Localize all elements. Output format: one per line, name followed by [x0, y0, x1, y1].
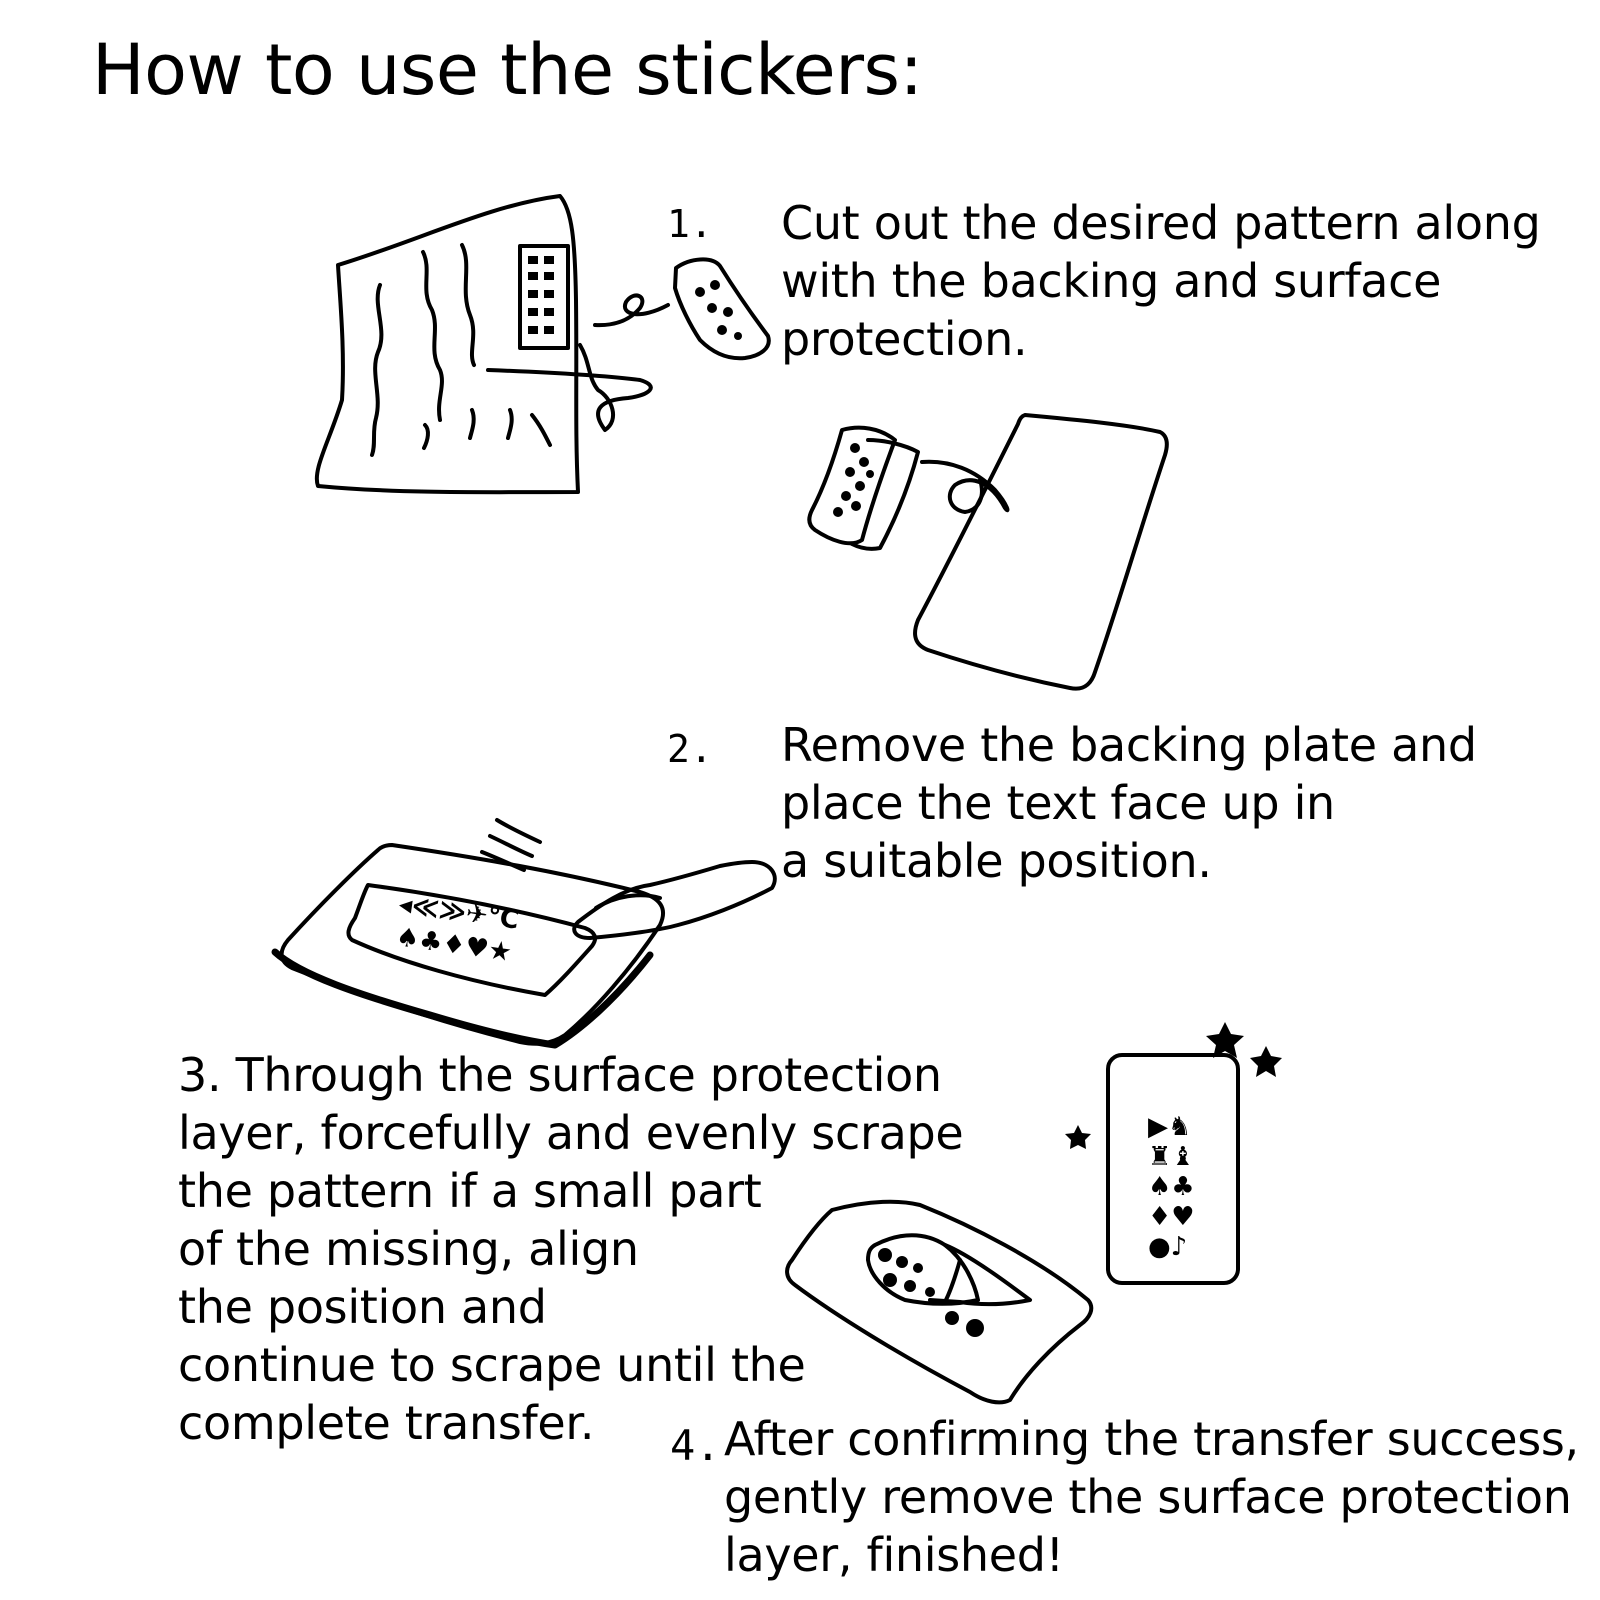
step-1-number: 1.	[667, 202, 713, 246]
step-3-number: 3.	[178, 1048, 222, 1102]
step-4-line-2: gently remove the surface protection	[724, 1470, 1572, 1524]
step-3-line-5: the position and	[178, 1280, 547, 1334]
scissors-cutting-sheet-illustration	[314, 194, 771, 495]
svg-text:▶♞: ▶♞	[1148, 1112, 1191, 1142]
step-2-line-3: a suitable position.	[781, 834, 1212, 888]
step-1-text: Cut out the desired pattern along with t…	[781, 194, 1541, 368]
step-1-line-2: with the backing and surface	[781, 254, 1442, 308]
step-1-line-3: protection.	[781, 312, 1028, 366]
step-2-text: Remove the backing plate and place the t…	[781, 716, 1477, 890]
svg-text:♦♥: ♦♥	[1148, 1202, 1195, 1232]
step-3-line-1-text: Through the surface protection	[235, 1048, 942, 1102]
placing-sticker-illustration: ◂≪≫✈℃ ♠♣♦♥★	[271, 818, 777, 1049]
finished-transfer-illustration: ▶♞ ♜♝ ♠♣ ♦♥ ●♪	[785, 1022, 1282, 1405]
svg-text:●♪: ●♪	[1148, 1232, 1187, 1262]
svg-text:♜♝: ♜♝	[1148, 1142, 1195, 1172]
step-3-line-4: of the missing, align	[178, 1222, 639, 1276]
step-4-text: After confirming the transfer success, g…	[724, 1410, 1579, 1584]
step-4-number: 4.	[670, 1421, 721, 1470]
peeling-backing-illustration	[807, 413, 1169, 691]
step-4-line-3: layer, finished!	[724, 1528, 1064, 1582]
step-1-line-1: Cut out the desired pattern along	[781, 196, 1541, 250]
step-3-line-3: the pattern if a small part	[178, 1164, 762, 1218]
step-2-line-1: Remove the backing plate and	[781, 718, 1477, 772]
step-3-text: 3. Through the surface protection layer,…	[178, 1046, 964, 1452]
step-2-line-2: place the text face up in	[781, 776, 1335, 830]
step-3-line-2: layer, forcefully and evenly scrape	[178, 1106, 964, 1160]
step-3-line-1: 3. Through the surface protection	[178, 1046, 963, 1104]
step-3-line-6: continue to scrape until the	[178, 1338, 806, 1392]
step-2-number: 2.	[667, 727, 713, 771]
svg-text:♠♣: ♠♣	[1148, 1172, 1195, 1202]
step-3-line-7: complete transfer.	[178, 1396, 595, 1450]
page-title: How to use the stickers:	[92, 29, 923, 111]
step-4-line-1: After confirming the transfer success,	[724, 1412, 1579, 1466]
